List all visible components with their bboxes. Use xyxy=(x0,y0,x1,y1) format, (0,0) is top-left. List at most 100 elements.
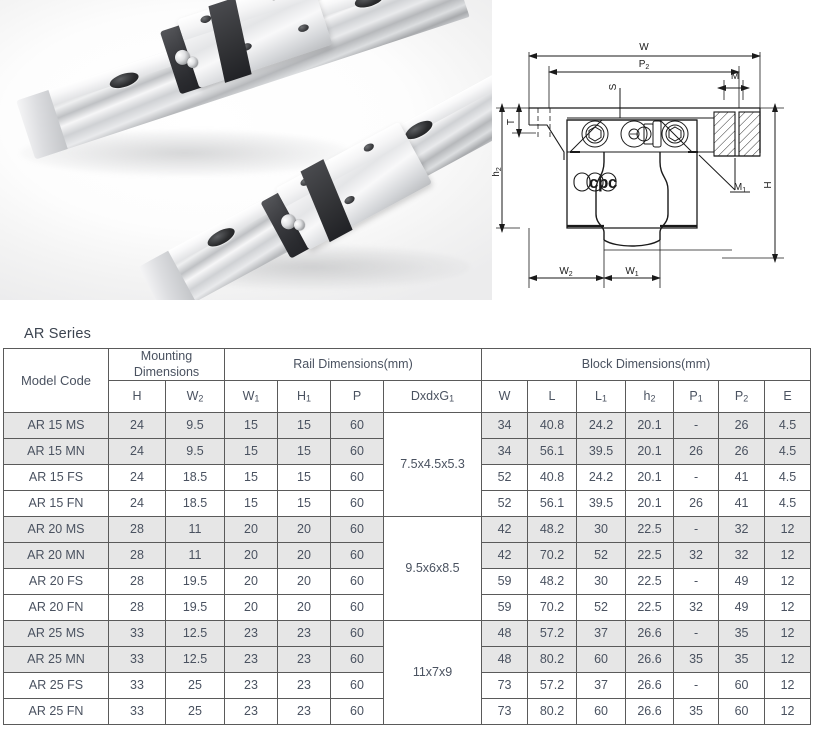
cell-L: 57.2 xyxy=(527,672,578,700)
cell-model-code: AR 15 FN xyxy=(3,490,109,518)
cell-h2: 26.6 xyxy=(625,698,675,726)
cell-P2: 60 xyxy=(718,672,766,700)
cell-L: 57.2 xyxy=(527,620,578,648)
dim-label-M: M xyxy=(731,71,739,82)
cell-H1: 20 xyxy=(277,516,331,544)
cell-P: 60 xyxy=(330,646,384,674)
cell-h2: 22.5 xyxy=(625,594,675,622)
cell-h2: 22.5 xyxy=(625,568,675,596)
cell-h2: 20.1 xyxy=(625,490,675,518)
cell-L1: 60 xyxy=(576,646,627,674)
cell-model-code: AR 25 MS xyxy=(3,620,109,648)
cell-H: 33 xyxy=(108,672,166,700)
cell-P: 60 xyxy=(330,620,384,648)
header-mounting-line1: Mounting xyxy=(140,349,193,363)
cell-H: 28 xyxy=(108,568,166,596)
carriage-block-lower xyxy=(258,118,440,261)
technical-drawing: W P2 M S xyxy=(492,0,813,300)
cell-W: 52 xyxy=(481,490,529,518)
cell-E: 12 xyxy=(764,620,812,648)
cell-W2: 19.5 xyxy=(165,568,225,596)
cell-E: 12 xyxy=(764,698,812,726)
cell-L: 40.8 xyxy=(527,464,578,492)
header-model-code: Model Code xyxy=(3,347,109,414)
header-mounting-line2: Dimensions xyxy=(133,364,200,379)
cell-P: 60 xyxy=(330,594,384,622)
cell-P: 60 xyxy=(330,516,384,544)
cell-W: 42 xyxy=(481,542,529,570)
cell-W1: 23 xyxy=(224,646,278,674)
cell-L1: 39.5 xyxy=(576,438,627,466)
cell-P: 60 xyxy=(330,438,384,466)
cell-E: 12 xyxy=(764,516,812,544)
cell-W1: 23 xyxy=(224,620,278,648)
cell-P1: 32 xyxy=(673,542,720,570)
cell-P1: 32 xyxy=(673,594,720,622)
cell-L: 80.2 xyxy=(527,698,578,726)
cell-L1: 52 xyxy=(576,542,627,570)
dim-label-M1: M1 xyxy=(734,182,746,194)
cell-h2: 26.6 xyxy=(625,620,675,648)
cell-W2: 18.5 xyxy=(165,490,225,518)
cell-L1: 52 xyxy=(576,594,627,622)
cell-model-code: AR 20 MN xyxy=(3,542,109,570)
cell-W1: 15 xyxy=(224,438,278,466)
cell-E: 4.5 xyxy=(764,490,812,518)
cell-P1: - xyxy=(673,672,720,700)
cell-H1: 23 xyxy=(277,620,331,648)
cell-P2: 35 xyxy=(718,646,766,674)
header-rail-dimensions: Rail Dimensions(mm) xyxy=(223,347,483,382)
cell-W2: 12.5 xyxy=(165,646,225,674)
cell-L: 56.1 xyxy=(527,438,578,466)
cell-W2: 11 xyxy=(165,542,225,570)
table-header-sub-row: H W2 W1 H1 P DxdxG1 W L L1 h2 P1 P2 E xyxy=(4,380,812,414)
cell-E: 12 xyxy=(764,646,812,674)
cell-model-code: AR 15 FS xyxy=(3,464,109,492)
cell-P2: 26 xyxy=(718,438,766,466)
dim-label-W1: W1 xyxy=(625,266,638,278)
cell-E: 4.5 xyxy=(764,412,812,440)
cell-E: 12 xyxy=(764,542,812,570)
cell-L1: 30 xyxy=(576,516,627,544)
cell-W: 34 xyxy=(481,412,529,440)
cell-model-code: AR 25 FS xyxy=(3,672,109,700)
header-col-H1: H1 xyxy=(277,380,331,414)
cell-P1: 35 xyxy=(673,698,720,726)
cell-h2: 20.1 xyxy=(625,464,675,492)
header-block-dimensions: Block Dimensions(mm) xyxy=(481,347,812,382)
cell-P2: 49 xyxy=(718,568,766,596)
cell-H1: 15 xyxy=(277,490,331,518)
header-mounting-dimensions: Mounting Dimensions xyxy=(108,347,225,382)
cell-W: 52 xyxy=(481,464,529,492)
dim-label-T: T xyxy=(506,119,517,125)
cell-W1: 20 xyxy=(224,594,278,622)
cell-model-code: AR 15 MN xyxy=(3,438,109,466)
cell-L1: 37 xyxy=(576,620,627,648)
cell-h2: 20.1 xyxy=(625,438,675,466)
top-visual-area: W P2 M S xyxy=(0,0,813,310)
cell-H: 33 xyxy=(108,620,166,648)
cell-L1: 60 xyxy=(576,698,627,726)
cell-model-code: AR 25 MN xyxy=(3,646,109,674)
cell-model-code: AR 20 FN xyxy=(3,594,109,622)
cell-model-code: AR 25 FN xyxy=(3,698,109,726)
header-col-L1: L1 xyxy=(576,380,627,414)
cell-W2: 19.5 xyxy=(165,594,225,622)
header-col-P2: P2 xyxy=(718,380,766,414)
header-col-H: H xyxy=(108,380,166,414)
cell-P1: 26 xyxy=(673,490,720,518)
cell-H: 24 xyxy=(108,438,166,466)
cell-P2: 32 xyxy=(718,516,766,544)
cell-W1: 20 xyxy=(224,568,278,596)
cell-h2: 22.5 xyxy=(625,542,675,570)
cell-W2: 11 xyxy=(165,516,225,544)
cell-W2: 25 xyxy=(165,698,225,726)
